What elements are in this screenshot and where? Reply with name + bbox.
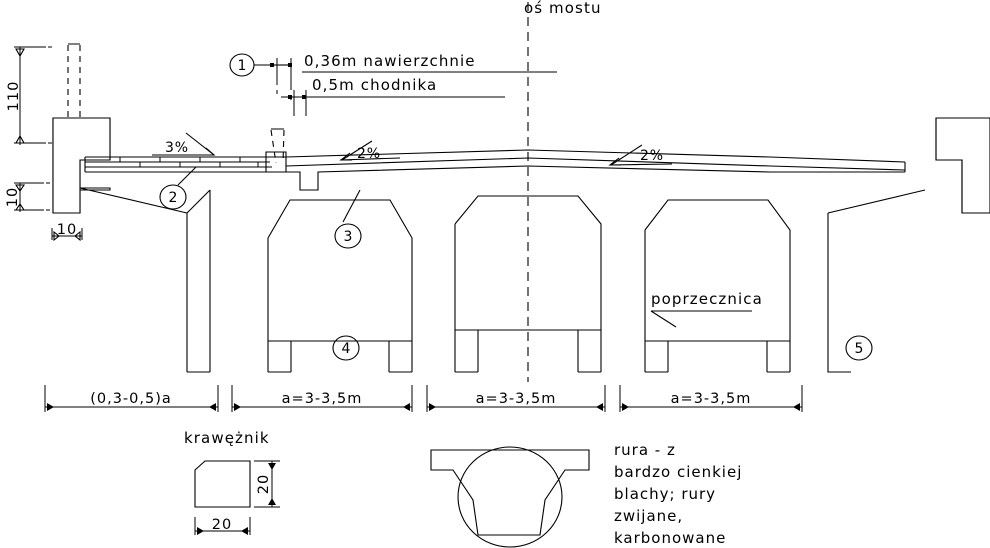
callout-3-label: 3 [344, 229, 353, 245]
crossbeam-label: poprzecznica [651, 290, 763, 308]
curb-height-label: 20 [256, 474, 272, 494]
pipe-note-line-1: rura - z [614, 441, 676, 459]
bottom-dimension-chain [44, 385, 803, 412]
slope-indicator-left-sidewalk [152, 132, 216, 156]
sidewalk-layer-label: 0,5m chodnika [312, 76, 437, 94]
girder-3 [644, 199, 791, 373]
dimension-label-abutment-ledge: 10 [5, 187, 21, 207]
girder-2 [454, 195, 602, 373]
girder-1 [267, 199, 413, 373]
dimension-abutment-ledge [14, 182, 50, 212]
curb-height-dimension [254, 460, 280, 508]
callout-1-label: 1 [238, 58, 247, 74]
right-pier-wall [827, 189, 926, 373]
curb-detail-title: krawężnik [184, 429, 270, 447]
pipe-note-line-4: zwijane, [614, 507, 683, 525]
slope-label-left-road: 2% [357, 146, 381, 162]
deck-curb-block [265, 151, 287, 173]
callout-2-label: 2 [169, 190, 178, 206]
curb-width-label: 20 [212, 517, 232, 533]
pipe-note-line-5: karbonowane [614, 529, 726, 547]
deck-slab [84, 149, 906, 191]
callout-3-marker [334, 223, 362, 249]
callout-1-leader [254, 58, 292, 100]
callout-2-marker [159, 184, 187, 210]
callout-4-marker [332, 335, 360, 361]
left-pier-wall [186, 189, 211, 372]
pipe-note-line-2: bardzo cienkiej [614, 463, 742, 481]
slope-indicator-left-road [339, 140, 401, 161]
girder-section-detail [430, 446, 590, 548]
dimension-label-bay-3: a=3-3,5m [671, 391, 752, 407]
left-sidewalk-layers [119, 157, 259, 167]
slope-label-right-road: 2% [640, 148, 664, 164]
dimension-label-cantilever: (0,3-0,5)a [90, 391, 172, 407]
slope-indicator-right-road [608, 144, 673, 166]
slope-label-left-sidewalk: 3% [165, 140, 189, 156]
callout-3-leader [342, 189, 361, 223]
callout-5-label: 5 [855, 341, 864, 357]
right-abutment [935, 117, 990, 214]
dimension-abutment-width [51, 228, 83, 242]
surface-layer-label: 0,36m nawierzchnie [304, 52, 476, 70]
axis-label: oś mostu [524, 0, 602, 17]
curb-detail-shape [194, 460, 251, 508]
dimension-label-abutment-height: 110 [6, 81, 22, 112]
callout-5-marker [845, 335, 873, 361]
dimension-label-bay-2: a=3-3,5m [476, 391, 557, 407]
dimension-label-bay-1: a=3-3,5m [282, 391, 363, 407]
callout-4-label: 4 [342, 341, 351, 357]
deck-railing-post [270, 128, 285, 164]
left-abutment [52, 117, 210, 373]
left-railing-post [67, 43, 81, 118]
pipe-note-line-3: blachy; rury [614, 485, 716, 503]
dimension-abutment-height [14, 46, 52, 145]
dimension-label-abutment-width: 10 [57, 222, 77, 238]
sidewalk-layer-dimension [281, 90, 505, 116]
crossbeam-leader [650, 310, 752, 328]
callout-2-leader [177, 166, 197, 186]
curb-width-dimension [194, 517, 251, 535]
